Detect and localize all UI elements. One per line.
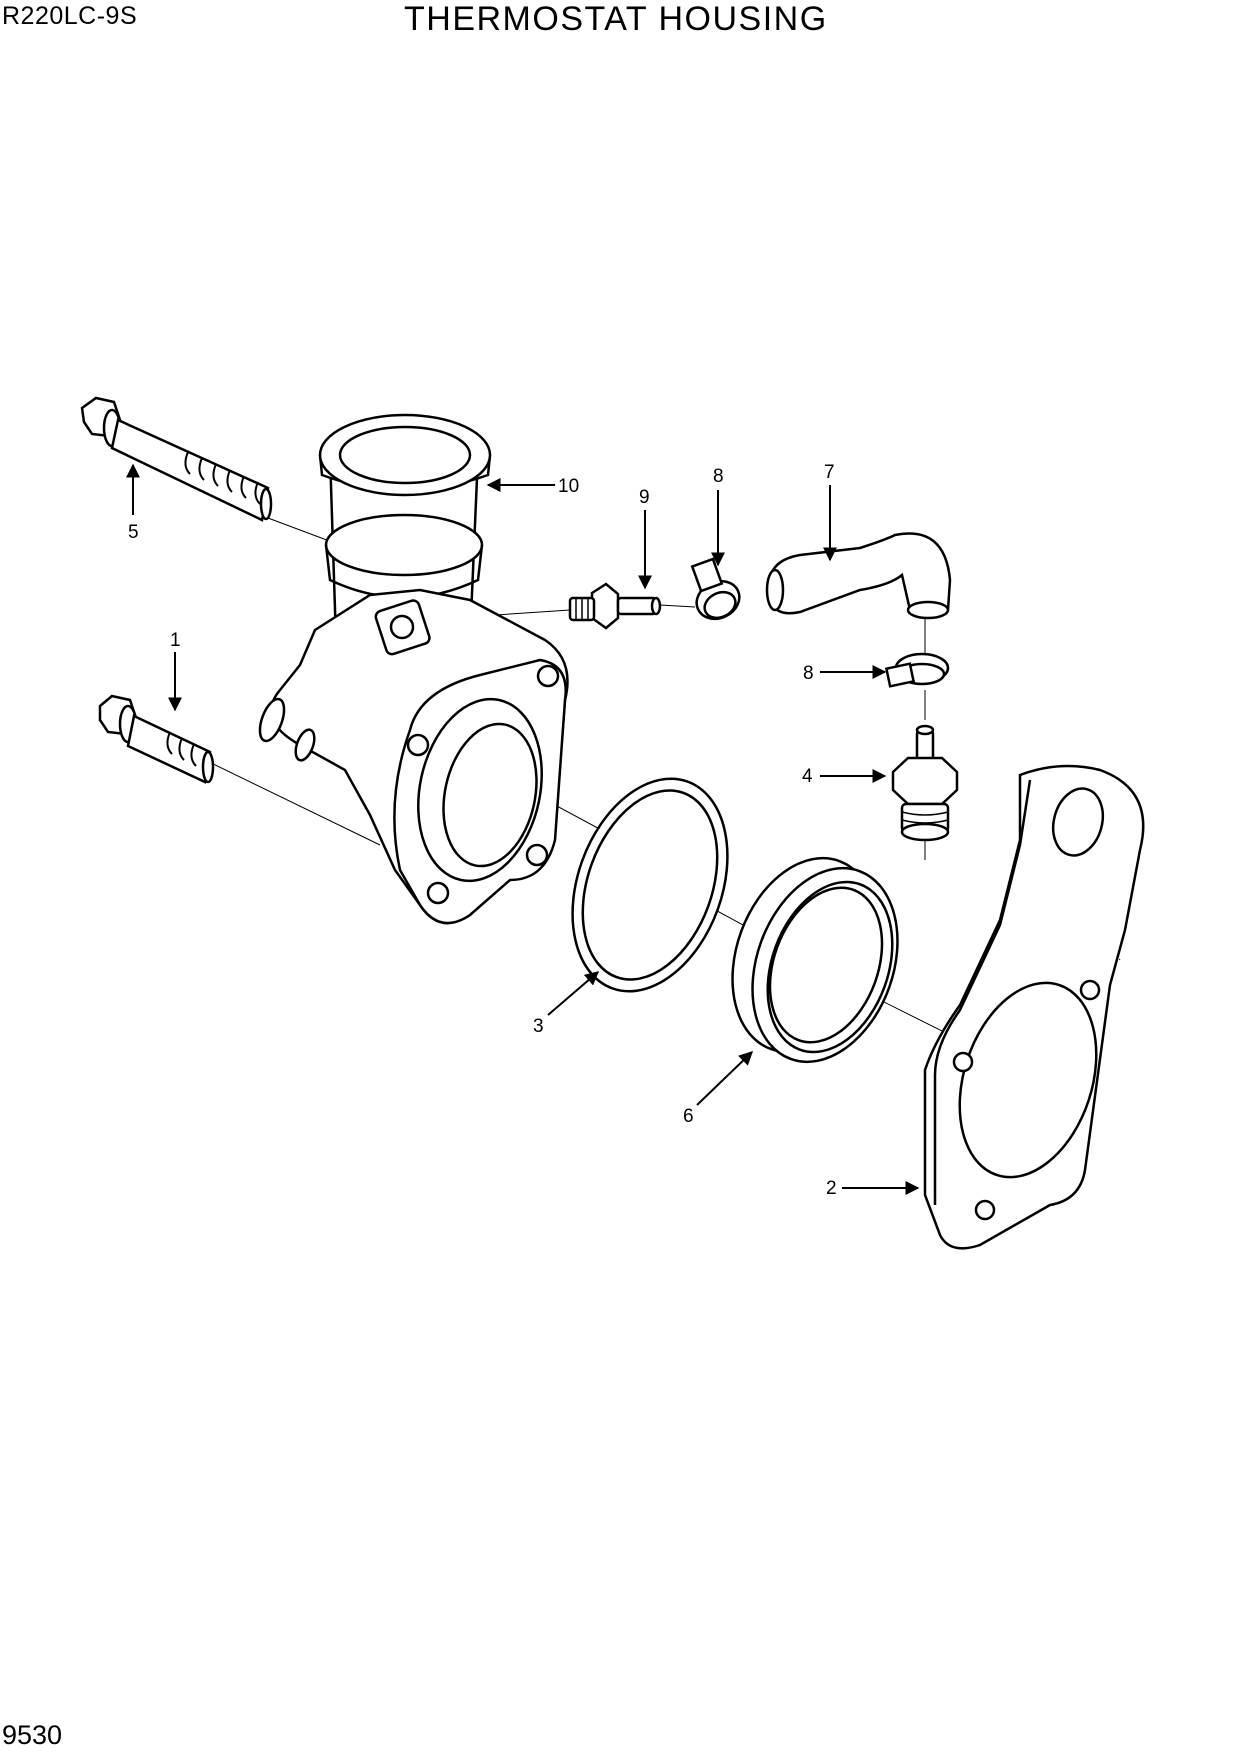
part-8-hose-clamp-lower	[884, 652, 950, 688]
callout-label-8-upper: 8	[713, 466, 724, 487]
page-title: THERMOSTAT HOUSING	[404, 0, 828, 38]
callout-label-1: 1	[170, 630, 181, 651]
part-6-sleeve	[731, 856, 899, 1064]
callout-arrow-6	[696, 1051, 754, 1106]
callout-label-8-lower: 8	[803, 663, 814, 684]
callout-arrows	[126, 463, 920, 1195]
part-10-thermostat-housing	[258, 413, 569, 925]
callout-label-9: 9	[639, 487, 650, 508]
part-9-fitting	[568, 582, 662, 630]
part-4-sensor	[891, 724, 959, 842]
callout-label-5: 5	[128, 522, 139, 543]
part-5-long-bolt	[80, 396, 273, 522]
callout-label-4: 4	[802, 766, 813, 787]
part-1-short-bolt	[98, 694, 215, 784]
callout-label-2: 2	[826, 1178, 837, 1199]
part-2-gasket	[923, 764, 1145, 1250]
callout-labels: 1 2 3 4 5 6 7 8 8 9 10	[128, 462, 837, 1199]
part-7-elbow-hose	[765, 532, 952, 620]
callout-arrow-3	[547, 971, 600, 1016]
part-3-seal-ring	[571, 777, 729, 993]
callout-label-10: 10	[558, 476, 579, 497]
model-code: R220LC-9S	[2, 2, 138, 30]
part-8-hose-clamp-upper	[690, 557, 741, 621]
callout-label-7: 7	[824, 462, 835, 483]
callout-label-3: 3	[533, 1016, 544, 1037]
callout-label-6: 6	[683, 1106, 694, 1127]
page-number: 9530	[2, 1720, 63, 1750]
